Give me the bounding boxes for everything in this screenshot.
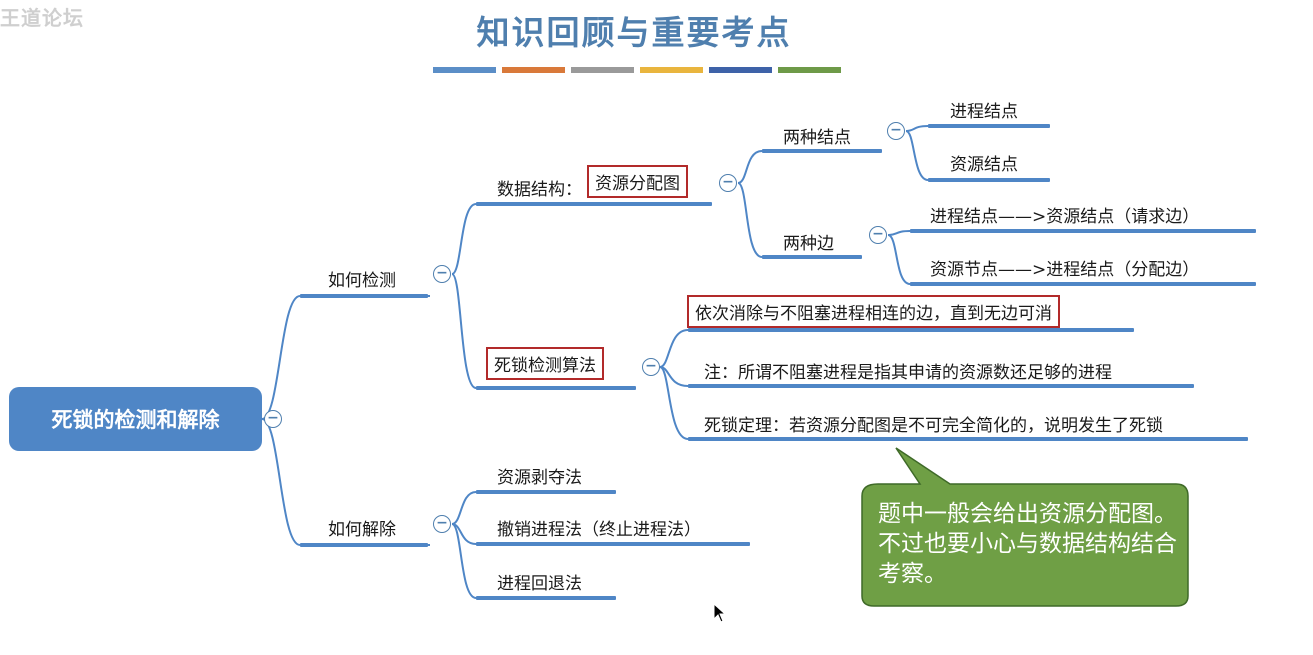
watermark-logo: 王道论坛: [0, 6, 84, 30]
request-edge-underline: [910, 229, 1256, 233]
resource-allocation-graph-label[interactable]: 资源分配图: [587, 165, 688, 198]
algorithm-step-note[interactable]: 注：所谓不阻塞进程是指其申请的资源数还足够的进程: [704, 363, 1112, 383]
mouse-cursor-icon: [713, 603, 727, 623]
page-title: 知识回顾与重要考点: [476, 13, 792, 52]
resolve-method-preemption[interactable]: 资源剥夺法: [497, 468, 582, 488]
process-node-item[interactable]: 进程结点: [950, 102, 1018, 122]
request-edge-item[interactable]: 进程结点——>资源结点（请求边）: [930, 207, 1200, 227]
color-strip-segment: [778, 67, 841, 73]
terminate-underline: [476, 542, 750, 546]
two-edges-label[interactable]: 两种边: [783, 234, 834, 254]
preemption-underline: [476, 490, 616, 494]
two-nodes-collapse-icon[interactable]: −: [887, 122, 905, 140]
two-edges-underline: [762, 255, 862, 259]
algorithm-step-remove-edges[interactable]: 依次消除与不阻塞进程相连的边，直到无边可消: [687, 295, 1060, 328]
step-note-underline: [688, 384, 1194, 388]
process-node-underline: [928, 124, 1050, 128]
data-structure-collapse-icon[interactable]: −: [719, 174, 737, 192]
color-strip-segment: [640, 67, 703, 73]
two-nodes-underline: [762, 149, 882, 153]
root-label: 死锁的检测和解除: [51, 408, 220, 432]
data-structure-underline: [476, 202, 712, 206]
resolve-method-terminate[interactable]: 撤销进程法（终止进程法）: [497, 520, 701, 540]
color-strip-segment: [571, 67, 634, 73]
resource-node-item[interactable]: 资源结点: [950, 155, 1018, 175]
root-node[interactable]: 死锁的检测和解除: [9, 387, 262, 451]
resolve-method-rollback[interactable]: 进程回退法: [497, 574, 582, 594]
assignment-edge-underline: [910, 282, 1256, 286]
algorithm-underline: [476, 386, 636, 390]
color-strip-segment: [502, 67, 565, 73]
callout-note: 题中一般会给出资源分配图。不过也要小心与数据结构结合考察。: [878, 501, 1177, 587]
algorithm-step-deadlock-theorem[interactable]: 死锁定理：若资源分配图是不可完全简化的，说明发生了死锁: [704, 416, 1163, 436]
algorithm-collapse-icon[interactable]: −: [642, 358, 660, 376]
resolve-collapse-icon[interactable]: −: [433, 515, 451, 533]
two-edges-collapse-icon[interactable]: −: [869, 226, 887, 244]
resolve-underline: [300, 543, 428, 547]
assignment-edge-item[interactable]: 资源节点——>进程结点（分配边）: [930, 260, 1200, 280]
detect-node[interactable]: 如何检测: [328, 271, 396, 291]
deadlock-detection-algorithm-label[interactable]: 死锁检测算法: [486, 347, 604, 380]
detect-collapse-icon[interactable]: −: [433, 265, 451, 283]
rollback-underline: [476, 596, 616, 600]
resolve-node[interactable]: 如何解除: [328, 520, 396, 540]
step-theorem-underline: [688, 437, 1248, 441]
resource-node-underline: [928, 178, 1050, 182]
color-strip-segment: [709, 67, 772, 73]
step-remove-edges-underline: [688, 328, 1134, 332]
data-structure-label[interactable]: 数据结构：: [497, 180, 582, 200]
root-collapse-icon[interactable]: −: [264, 410, 282, 428]
color-strip-segment: [433, 67, 496, 73]
detect-underline: [300, 294, 428, 298]
two-nodes-label[interactable]: 两种结点: [783, 128, 851, 148]
